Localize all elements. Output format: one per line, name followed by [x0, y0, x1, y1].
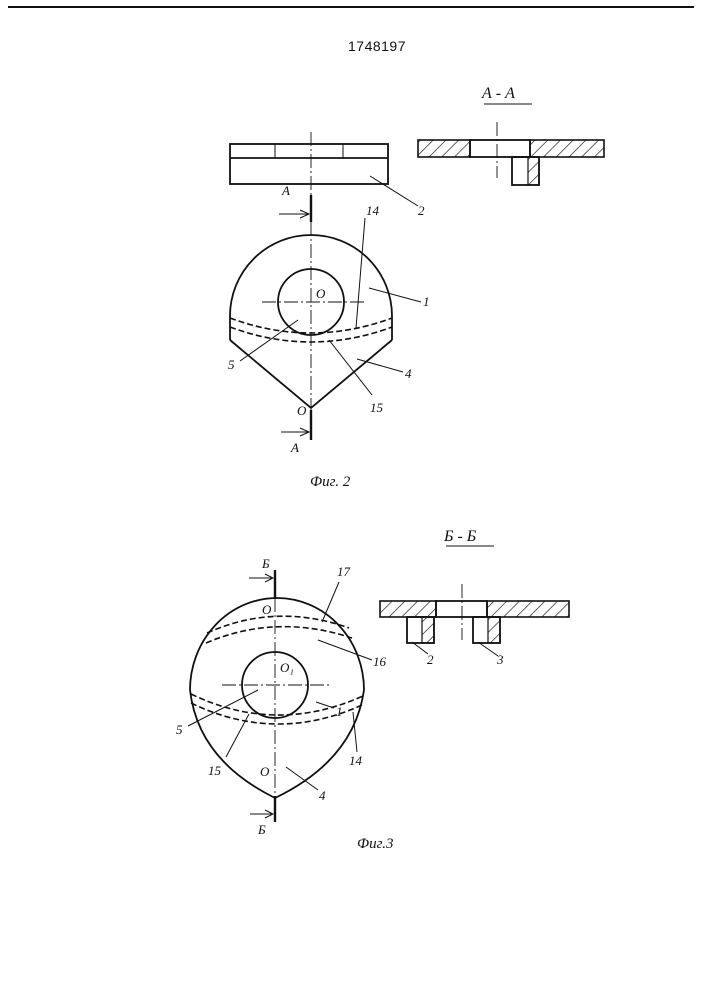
fig3-center-label: O₁ [280, 660, 294, 675]
fig3-center-axes [222, 598, 332, 796]
fig3-callout-5: 5 [176, 722, 183, 737]
fig3-callout-16: 16 [373, 654, 387, 669]
fig2-apex-label: O [297, 403, 307, 418]
fig2-center-axes [262, 222, 366, 410]
fig3-callout-4: 4 [319, 788, 326, 803]
fig3-callout-15: 15 [208, 763, 222, 778]
figure-3: Б - Б Б 17 O 16 O₁ 2 3 1 5 15 14 O 4 Б Ф… [176, 528, 569, 852]
fig2-center-label: O [316, 286, 326, 301]
fig3-callout-14: 14 [349, 753, 363, 768]
fig2-callout-14: 14 [366, 203, 380, 218]
fig2-cut-mark-bottom: А [290, 440, 299, 455]
fig3-section-callout-3: 3 [496, 652, 504, 667]
fig2-callout-2: 2 [418, 203, 425, 218]
fig2-leader-lines [240, 218, 421, 395]
fig3-section-callout-2: 2 [427, 652, 434, 667]
figure-2: А - А 2 А 14 O 1 5 4 15 O А Фиг. 2 [228, 85, 604, 490]
fig2-callout-4: 4 [405, 366, 412, 381]
fig2-section-title: А - А [481, 85, 515, 102]
fig2-callout-15: 15 [370, 400, 384, 415]
fig3-leader-lines [188, 582, 372, 790]
fig2-cut-mark-top: А [281, 183, 290, 198]
fig3-cut-mark-bottom: Б [257, 822, 266, 837]
fig2-plate-top-view [230, 132, 418, 206]
fig3-callout-1: 1 [336, 704, 343, 719]
fig2-callout-5: 5 [228, 357, 235, 372]
fig3-callout-17: 17 [337, 564, 351, 579]
fig3-top-label: O [262, 602, 272, 617]
fig2-callout-1: 1 [423, 294, 430, 309]
fig3-lower-label: O [260, 764, 270, 779]
fig3-cut-mark-top: Б [261, 556, 270, 571]
fig2-section-a-a [418, 104, 604, 185]
fig2-caption: Фиг. 2 [310, 474, 351, 490]
fig3-section-title: Б - Б [443, 528, 477, 545]
fig3-section-b-b [380, 546, 569, 656]
fig3-caption: Фиг.3 [357, 836, 393, 852]
